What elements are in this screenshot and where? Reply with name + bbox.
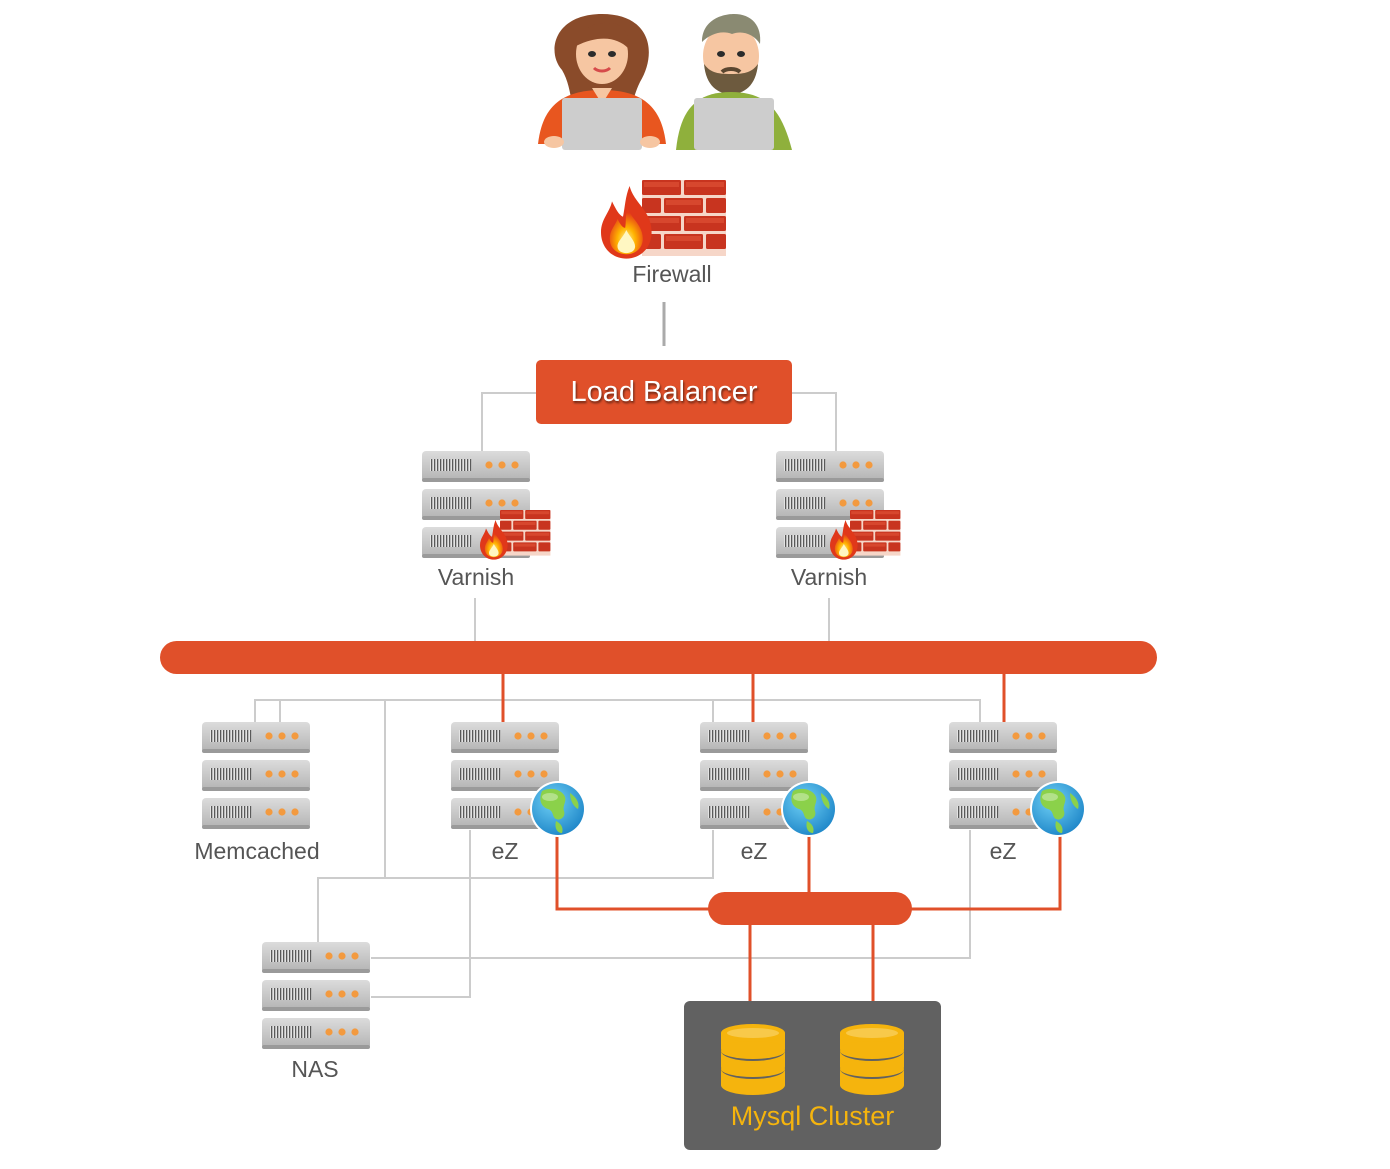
server-icon [262,942,370,1049]
ez-server-icon [451,722,586,837]
load-balancer-label: Load Balancer [570,375,758,408]
varnish-label: Varnish [790,564,868,590]
firewall-icon [601,180,726,259]
ez-label: eZ [491,838,519,864]
ez-server-icon [949,722,1086,837]
firewall-label: Firewall [632,261,712,287]
mysql-cluster-label: Mysql Cluster [730,1101,895,1131]
database-icon [721,1024,904,1095]
varnish-server-icon [776,451,901,560]
user-icon [538,14,666,150]
load-balancer: Load Balancer [536,360,792,424]
varnish-server-icon [422,451,551,560]
server-icon [202,722,310,829]
mysql-cluster: Mysql Cluster [684,1001,941,1150]
user-icon [676,14,792,150]
ez-label: eZ [740,838,768,864]
ez-server-icon [700,722,837,837]
gray-connectors [254,302,981,998]
ez-label: eZ [989,838,1017,864]
varnish-label: Varnish [437,564,515,590]
memcached-label: Memcached [194,838,320,864]
network-bus [160,641,1157,1001]
nas-label: NAS [291,1056,339,1082]
